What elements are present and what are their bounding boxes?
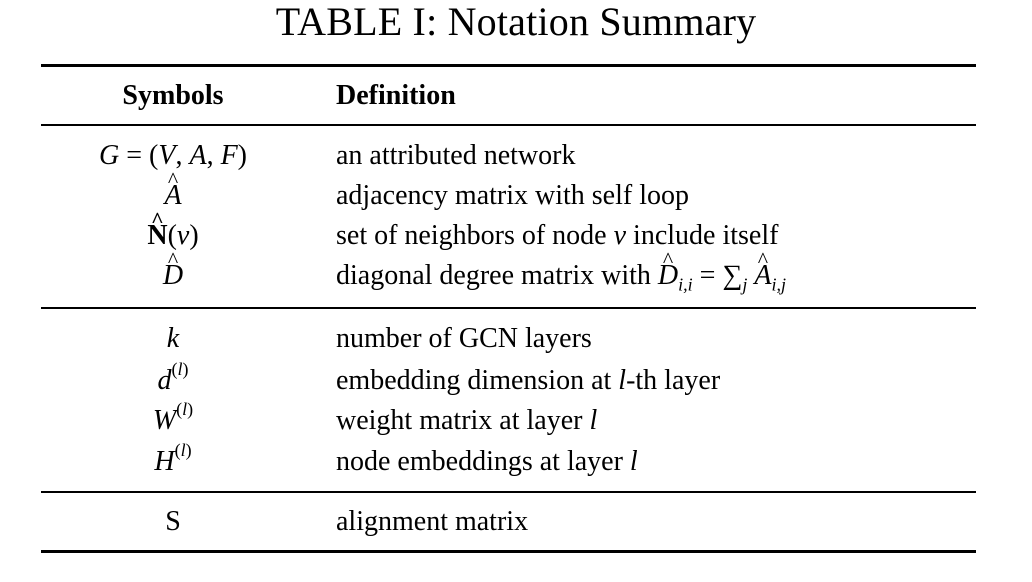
symbol-cell: A bbox=[41, 176, 305, 216]
definition-cell: set of neighbors of node v include itsel… bbox=[336, 220, 779, 251]
section-rule bbox=[41, 307, 976, 309]
symbol-cell: k bbox=[166, 323, 180, 354]
symbol-cell: S bbox=[165, 506, 181, 537]
definition-cell: node embeddings at layer l bbox=[336, 446, 638, 477]
definition-cell: an attributed network bbox=[336, 140, 576, 171]
symbol-cell: d(l) bbox=[157, 358, 189, 396]
table-row: D diagonal degree matrix with Di,i = ∑j … bbox=[0, 256, 1032, 296]
top-rule bbox=[41, 64, 976, 67]
table-row: W(l) weight matrix at layer l bbox=[0, 398, 1032, 441]
table-row: S alignment matrix bbox=[0, 502, 1032, 542]
definition-cell: alignment matrix bbox=[336, 506, 529, 537]
table-row: G = (V, A, F) an attributed network bbox=[0, 136, 1032, 176]
header-row: Symbols Definition bbox=[0, 76, 1032, 116]
definition-cell: diagonal degree matrix with Di,i = ∑j Ai… bbox=[336, 256, 786, 296]
table-row: k number of GCN layers bbox=[0, 319, 1032, 359]
table-row: A adjacency matrix with self loop bbox=[0, 176, 1032, 216]
table-row: H(l) node embeddings at layer l bbox=[0, 439, 1032, 482]
table-row: N(v) set of neighbors of node v include … bbox=[0, 216, 1032, 256]
symbol-cell: G = (V, A, F) bbox=[98, 140, 247, 171]
bottom-rule bbox=[41, 550, 976, 553]
symbol-cell: H(l) bbox=[154, 439, 192, 477]
definition-cell: embedding dimension at l-th layer bbox=[336, 365, 721, 396]
symbol-cell: N(v) bbox=[41, 216, 305, 256]
definition-cell: number of GCN layers bbox=[336, 323, 592, 354]
table-row: d(l) embedding dimension at l-th layer bbox=[0, 358, 1032, 401]
symbol-cell: W(l) bbox=[152, 398, 194, 436]
symbol-cell: D bbox=[41, 256, 305, 296]
definition-cell: adjacency matrix with self loop bbox=[336, 180, 689, 211]
header-definition: Definition bbox=[336, 80, 456, 111]
header-symbols: Symbols bbox=[122, 80, 224, 111]
definition-cell: weight matrix at layer l bbox=[336, 405, 598, 436]
header-rule bbox=[41, 124, 976, 126]
section-rule bbox=[41, 491, 976, 493]
table-title: TABLE I: Notation Summary bbox=[275, 0, 757, 44]
